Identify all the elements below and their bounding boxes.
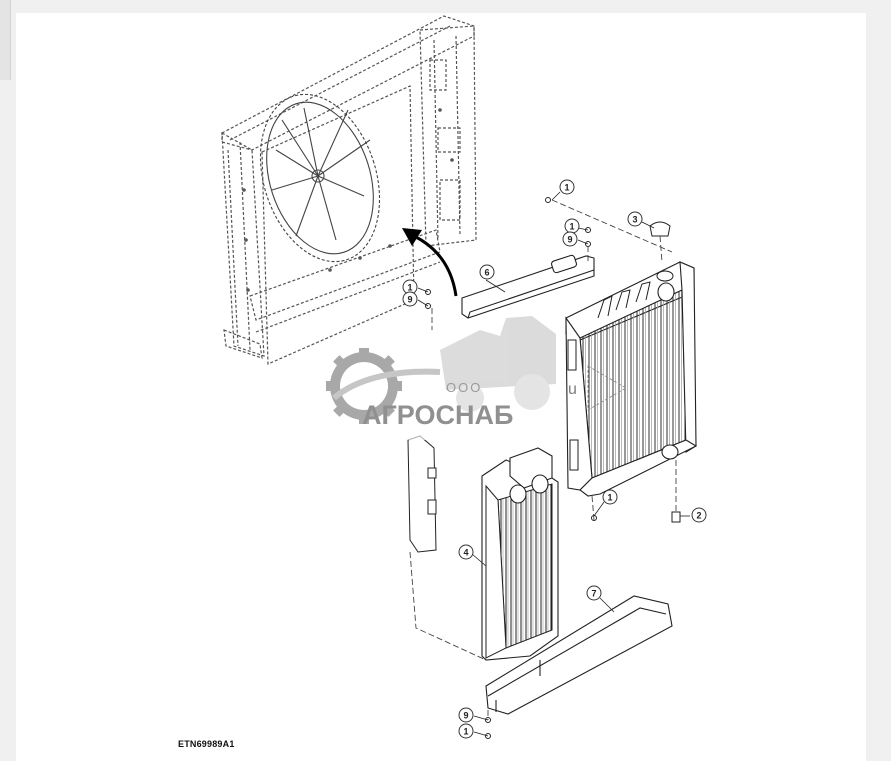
side-plate: [407, 435, 437, 553]
watermark-gear-icon: [326, 348, 441, 424]
callouts: 1 1 9 3 1 9 6 1: [402, 179, 707, 739]
callout-9c: 9: [458, 707, 474, 723]
callout-1a: 1: [559, 179, 575, 195]
callout-1b: 1: [564, 218, 580, 234]
callout-2: 2: [691, 507, 707, 523]
callout-6: 6: [479, 264, 495, 280]
watermark: ООО АГРОСНАБ u: [326, 316, 627, 440]
callout-3: 3: [627, 211, 643, 227]
figure-code: ETN69989A1: [178, 739, 235, 749]
watermark-mark-letter: u: [568, 381, 577, 398]
callout-1a-label: 1: [564, 183, 569, 193]
rotation-arrow: [402, 228, 458, 297]
callout-2-label: 2: [696, 511, 701, 521]
callout-9c-label: 9: [463, 711, 468, 721]
callout-9b: 9: [402, 291, 418, 307]
window-left-strip: [0, 0, 11, 80]
assembly-lines: [409, 199, 677, 720]
callout-7-label: 7: [591, 589, 596, 599]
callout-1d: 1: [602, 489, 618, 505]
callout-9a: 9: [562, 231, 578, 247]
callout-1e: 1: [458, 723, 474, 739]
callout-9b-label: 9: [407, 295, 412, 305]
callout-4: 4: [458, 544, 474, 560]
watermark-company-prefix: ООО: [446, 380, 482, 395]
leader-lines: [417, 191, 690, 737]
callout-4-label: 4: [463, 548, 468, 558]
callout-7: 7: [586, 585, 602, 601]
callout-3-label: 3: [632, 215, 637, 225]
callout-1b-label: 1: [569, 222, 574, 232]
fan: [259, 93, 381, 263]
callout-1c-label: 1: [407, 283, 412, 293]
callout-9a-label: 9: [567, 235, 572, 245]
top-bracket-6: [461, 254, 595, 319]
callout-1d-label: 1: [607, 493, 612, 503]
radiator: [565, 261, 698, 497]
frame-holes: [242, 108, 454, 292]
callout-6-label: 6: [484, 268, 489, 278]
fan-shroud-frame: [221, 15, 477, 365]
watermark-company-name: АГРОСНАБ: [362, 400, 513, 430]
watermark-harvester-icon: [440, 316, 556, 412]
oil-cooler-4: [481, 447, 559, 661]
bottom-bracket-7: [485, 595, 673, 715]
callout-1e-label: 1: [463, 727, 468, 737]
